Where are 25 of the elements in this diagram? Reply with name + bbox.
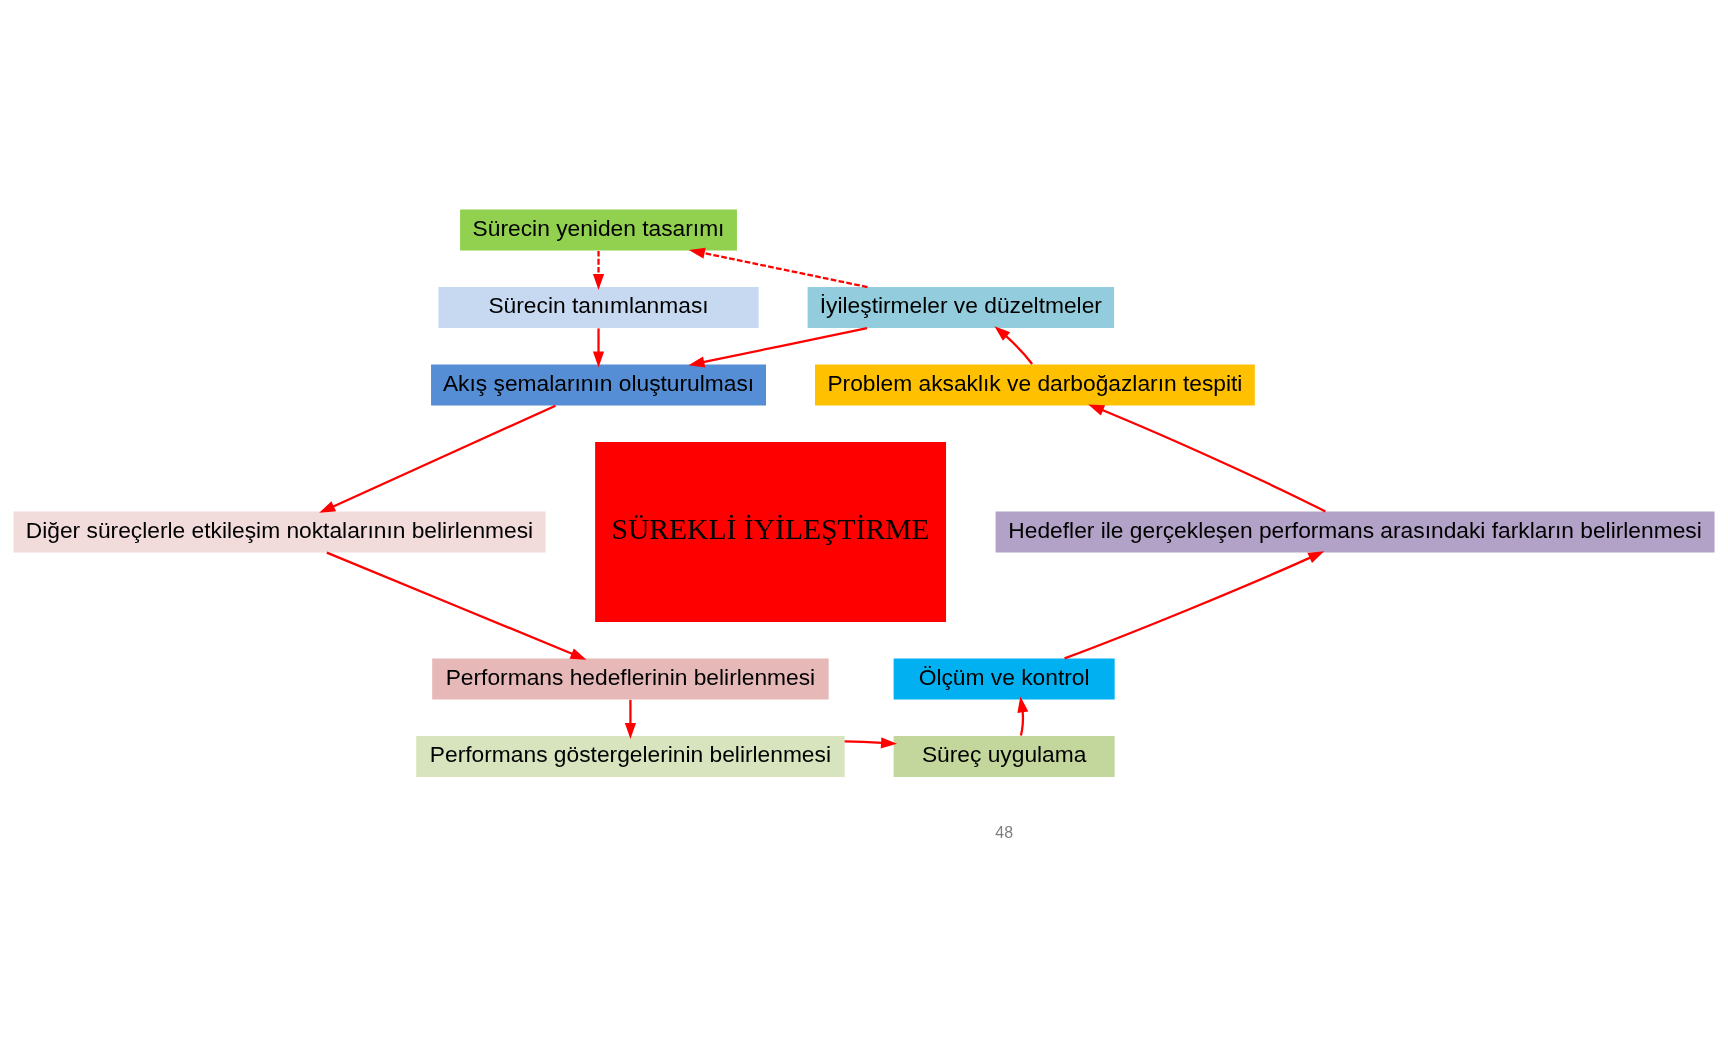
node-box: Sürecin tanımlanması — [438, 286, 759, 328]
node-box: Diğer süreçlerle etkileşim noktalarının belirlenmesi — [13, 511, 546, 552]
arrow — [688, 326, 868, 367]
arrow — [994, 325, 1034, 365]
label: 48 — [995, 823, 1014, 841]
node-box: Sürecin yeniden tasarımı — [460, 209, 737, 251]
node-box: Ölçüm ve kontrol — [893, 657, 1115, 699]
node-box: Akış şemalarının oluşturulması — [431, 364, 766, 406]
node-box: Hedefler ile gerçekleşen performans arasındaki farkların belirlenmesi — [995, 511, 1715, 552]
arrow — [1088, 403, 1326, 512]
node-box: Problem aksaklık ve darboğazların tespiti — [815, 364, 1255, 406]
arrow — [326, 551, 587, 660]
node-box: SÜREKLİ İYİLEŞTİRME — [595, 441, 947, 622]
node-box: Performans göstergelerinin belirlenmesi — [416, 735, 845, 777]
arrow — [319, 404, 556, 513]
node-box: İyileştirmeler ve düzeltmeler — [807, 286, 1115, 328]
arrow — [688, 247, 868, 288]
arrow — [624, 699, 637, 739]
arrow — [592, 327, 605, 367]
arrow — [1017, 695, 1029, 736]
node-box: Performans hedeflerinin belirlenmesi — [432, 657, 829, 699]
arrow — [844, 736, 897, 748]
node-box: Süreç uygulama — [893, 735, 1115, 777]
arrow — [592, 250, 605, 290]
arrow — [1064, 550, 1325, 659]
